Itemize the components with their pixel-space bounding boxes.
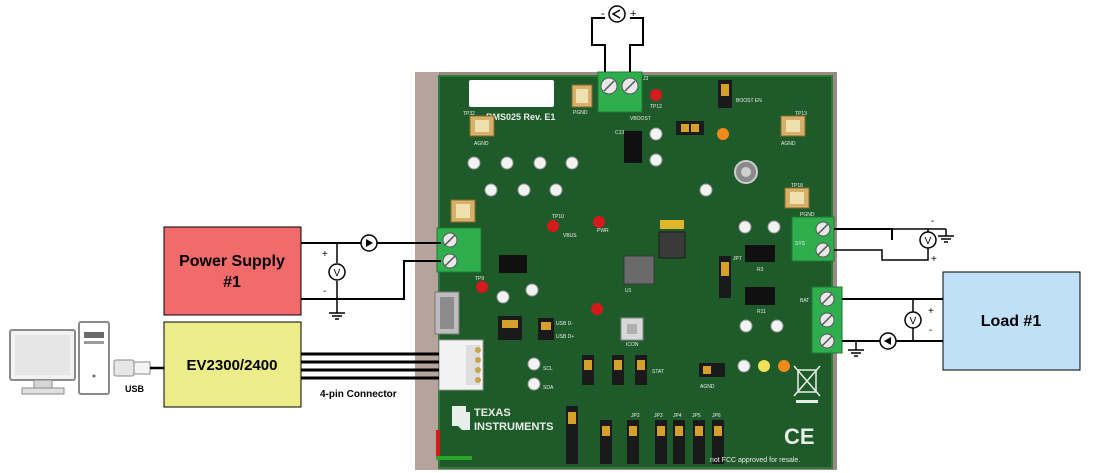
tp9-label: TP9 xyxy=(475,276,484,282)
test-point-row xyxy=(467,127,784,391)
connector-label: 4-pin Connector xyxy=(320,389,397,400)
evm-board: BMS025 Rev. E1 TP32 AGND PGND J3 VBOOST … xyxy=(415,71,843,470)
jp7-label: JP7 xyxy=(733,256,742,262)
ce-mark: CE xyxy=(784,424,815,449)
load-box xyxy=(942,271,1081,371)
voltmeter-load-icon xyxy=(904,311,922,329)
tp12-label: TP12 xyxy=(650,104,662,110)
jp4-label: JP4 xyxy=(673,413,682,419)
sys-minus: - xyxy=(931,216,934,227)
sys-label: SYS xyxy=(795,241,806,247)
power-supply-wiring: V + - xyxy=(301,234,441,320)
load-plus: + xyxy=(928,306,934,317)
power-supply-block: Power Supply #1 xyxy=(163,226,302,316)
top-minus: - xyxy=(601,8,605,20)
ev-box xyxy=(163,321,302,408)
voltmeter-ps-icon xyxy=(328,263,346,281)
agnd-right-label: AGND xyxy=(781,141,796,147)
ev-interface-block: EV2300/2400 xyxy=(163,321,302,408)
board-name: BMS025 Rev. E1 xyxy=(486,112,555,122)
jp2-label: JP2 xyxy=(631,413,640,419)
jp3-label: JP3 xyxy=(654,413,663,419)
voltmeter-ps-symbol: V xyxy=(334,268,341,279)
j3-label: J3 xyxy=(643,76,649,82)
usb-dm-label: USB D- xyxy=(556,321,573,327)
power-supply-title: Power Supply xyxy=(179,253,285,270)
top-ammeter-loop: - + xyxy=(591,5,644,72)
pwr-label: PWR xyxy=(597,228,609,234)
scl-label: SCL xyxy=(543,366,553,372)
sda-label: SDA xyxy=(543,385,554,391)
pgnd-right-label: PGND xyxy=(800,212,815,218)
ic-u1 xyxy=(623,255,655,285)
terminal-block-input xyxy=(436,227,482,273)
jp6-label: JP6 xyxy=(712,413,721,419)
sys-plus: + xyxy=(931,254,937,265)
stat-label: STAT xyxy=(652,369,664,375)
bat-label: BAT xyxy=(800,298,809,304)
vbus-label: VBUS xyxy=(563,233,577,239)
boost-en-label: BOOST EN xyxy=(736,98,762,104)
power-supply-number: #1 xyxy=(223,274,241,291)
ammeter-top-icon xyxy=(608,5,626,23)
fcc-note: not FCC approved for resale. xyxy=(710,457,800,464)
usb-dp-label: USB D+ xyxy=(556,334,574,340)
tp32-label: TP32 xyxy=(463,111,475,117)
brand-line1: TEXAS xyxy=(474,407,511,419)
texas-instruments-logo: TEXAS INSTRUMENTS xyxy=(452,406,553,433)
voltmeter-load-symbol: V xyxy=(910,316,917,327)
load-block: Load #1 xyxy=(942,271,1081,371)
power-supply-box xyxy=(163,226,302,316)
vboost-label: VBOOST xyxy=(630,116,651,122)
load-minus: - xyxy=(929,325,932,336)
load-wiring: V + - xyxy=(842,298,943,357)
ps-minus: - xyxy=(323,286,326,297)
tp18-label: TP18 xyxy=(791,183,803,189)
ps-plus: + xyxy=(322,249,328,260)
voltmeter-sys-icon xyxy=(919,231,937,249)
bottom-jumper-row: JP2 JP3 JP4 JP5 JP6 xyxy=(566,406,724,464)
icon-button-label: ICON xyxy=(626,342,639,348)
ev-title: EV2300/2400 xyxy=(187,357,278,374)
tp10-label: TP10 xyxy=(552,214,564,220)
usb-plug-icon: USB xyxy=(113,359,164,394)
pgnd-top-label: PGND xyxy=(573,110,588,116)
load-title: Load #1 xyxy=(981,313,1042,330)
board-label-sticker xyxy=(469,80,554,107)
r11-label: R11 xyxy=(757,309,766,315)
top-plus: + xyxy=(630,8,636,20)
jp5-label: JP5 xyxy=(692,413,701,419)
four-pin-cable: 4-pin Connector xyxy=(301,352,439,400)
board-left-edge xyxy=(415,72,439,470)
tp13-label: TP13 xyxy=(795,111,807,117)
usb-label: USB xyxy=(125,384,145,394)
computer-icon xyxy=(9,321,110,395)
u1-label: U1 xyxy=(625,288,632,294)
agnd-left-label: AGND xyxy=(474,141,489,147)
sys-voltmeter-wiring: V - + xyxy=(834,216,954,265)
brand-line2: INSTRUMENTS xyxy=(474,421,553,433)
c13-label: C13 xyxy=(615,130,624,136)
weee-bin-icon xyxy=(793,365,821,403)
r3-label: R3 xyxy=(757,267,764,273)
voltmeter-sys-symbol: V xyxy=(925,236,932,247)
gnd-label: AGND xyxy=(700,384,715,390)
